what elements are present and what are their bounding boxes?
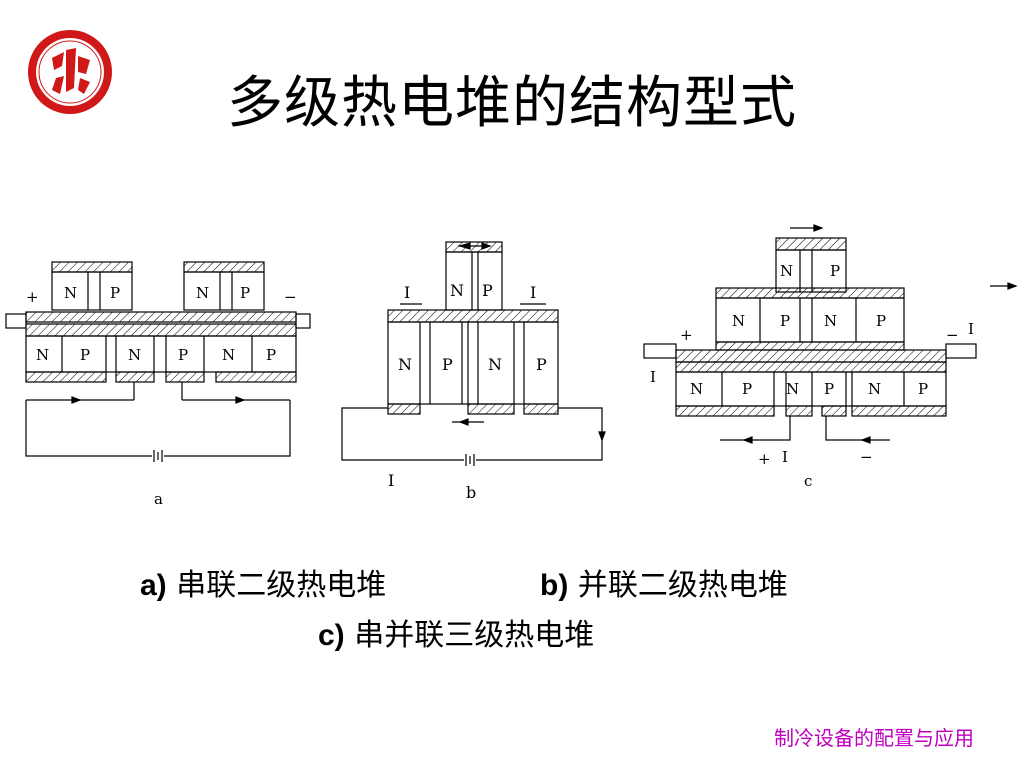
- a-top-p2: P: [240, 284, 250, 302]
- c-minus: −: [946, 326, 959, 344]
- c-minus-bottom: −: [860, 448, 873, 466]
- c-mid-n2: N: [824, 312, 837, 330]
- c-bot-n2: N: [786, 380, 799, 398]
- a-bot-n1: N: [36, 346, 49, 364]
- c-mid-p1: P: [780, 312, 790, 330]
- caption-b-text: 并联二级热电堆: [577, 568, 788, 603]
- a-bot-p3: P: [266, 346, 276, 364]
- a-bot-p2: P: [178, 346, 188, 364]
- b-bot-n2: N: [488, 355, 502, 374]
- footer-text: 制冷设备的配置与应用: [774, 726, 974, 750]
- b-bot-p2: P: [536, 355, 547, 374]
- caption-c: c) 串并联三级热电堆: [318, 610, 594, 654]
- c-mid-n1: N: [732, 312, 745, 330]
- b-top-n: N: [450, 281, 464, 300]
- c-plus: +: [680, 326, 693, 344]
- diagram-c: [643, 224, 1018, 444]
- c-bot-n1: N: [690, 380, 703, 398]
- a-top-n2: N: [196, 284, 209, 302]
- c-top-n: N: [780, 262, 793, 280]
- c-bot-p2: P: [824, 380, 834, 398]
- a-minus: −: [284, 288, 297, 306]
- b-current-right: I: [530, 283, 536, 302]
- a-bot-n2: N: [128, 346, 141, 364]
- caption-b: b) 并联二级热电堆: [540, 560, 788, 604]
- page-title: 多级热电堆的结构型式: [227, 71, 797, 136]
- university-logo: [28, 30, 112, 114]
- c-plus-bottom: +: [758, 450, 771, 468]
- c-bot-n3: N: [868, 380, 881, 398]
- b-bot-p1: P: [442, 355, 453, 374]
- a-plus: +: [26, 288, 39, 306]
- caption-c-text: 串并联三级热电堆: [354, 618, 595, 653]
- caption-a-letter: a): [140, 569, 167, 602]
- a-top-p1: P: [110, 284, 120, 302]
- caption-a: a) 串联二级热电堆: [140, 560, 386, 604]
- c-current-right: I: [968, 320, 974, 338]
- diagram-a: [5, 261, 311, 462]
- b-label: b: [466, 483, 476, 502]
- c-label: c: [804, 472, 812, 490]
- c-bot-p1: P: [742, 380, 752, 398]
- a-label: a: [154, 490, 163, 508]
- a-top-n1: N: [64, 284, 77, 302]
- c-mid-p2: P: [876, 312, 886, 330]
- c-top-p: P: [830, 262, 840, 280]
- b-bot-n1: N: [398, 355, 412, 374]
- b-current-bottom: I: [388, 471, 394, 490]
- c-current-left: I: [650, 368, 656, 386]
- diagram-b: [341, 241, 606, 466]
- caption-a-text: 串联二级热电堆: [176, 568, 387, 603]
- a-bot-p1: P: [80, 346, 90, 364]
- a-bot-n3: N: [222, 346, 235, 364]
- c-current-bottom: I: [782, 448, 788, 466]
- b-top-p: P: [482, 281, 493, 300]
- caption-b-letter: b): [540, 569, 569, 602]
- c-bot-p3: P: [918, 380, 928, 398]
- caption-c-letter: c): [318, 619, 345, 652]
- b-current-left: I: [404, 283, 410, 302]
